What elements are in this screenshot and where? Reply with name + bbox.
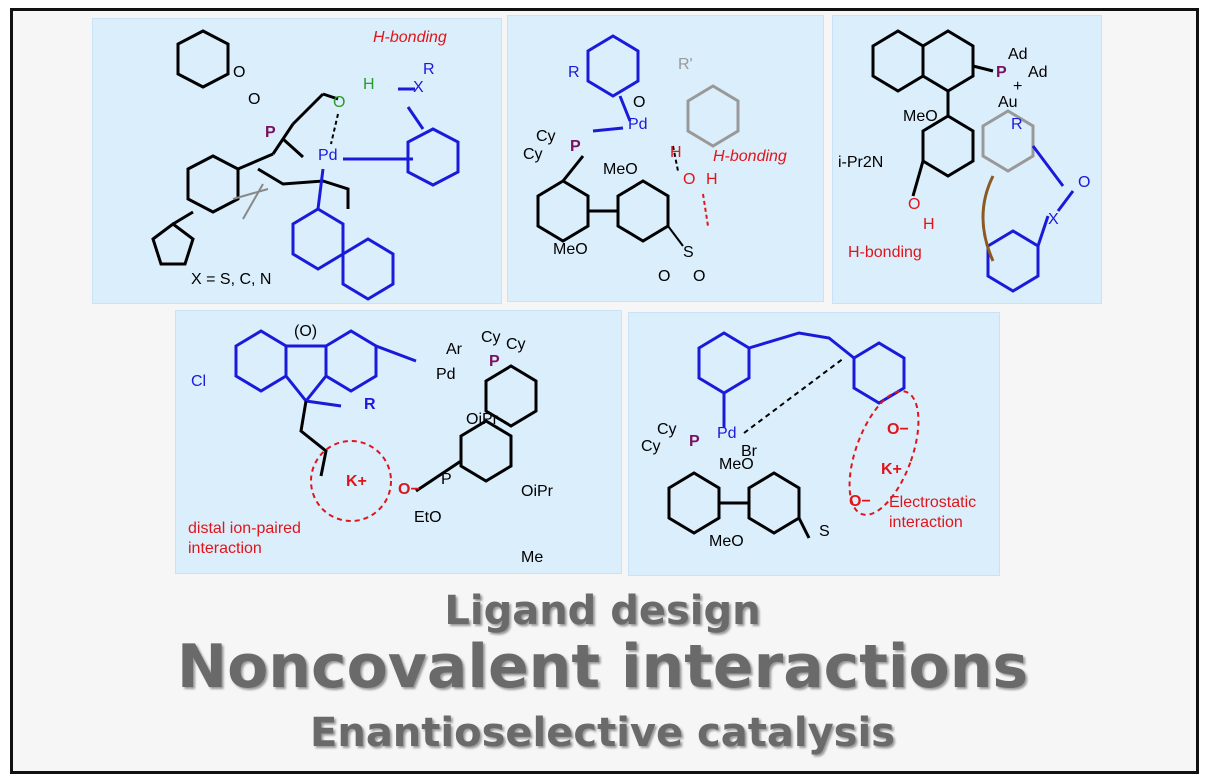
cy-label: Cy <box>641 438 661 455</box>
atom-h: H <box>363 76 375 93</box>
atom-r: R <box>364 396 376 413</box>
meo-label: MeO <box>603 161 638 178</box>
panel-ion-paired: Cl (O) Ar Pd Cy Cy P R K+ O− P EtO OiPr … <box>175 310 622 574</box>
atom-pd: Pd <box>436 366 456 383</box>
x-definition: X = S, C, N <box>191 271 272 288</box>
meo-label: MeO <box>719 456 754 473</box>
atom-o: (O) <box>294 323 318 340</box>
molecule-structure <box>234 329 538 522</box>
atom-o: O <box>233 64 246 81</box>
atom-x: X <box>413 79 424 96</box>
atom-p: P <box>441 471 452 488</box>
atom-o: O <box>1078 174 1091 191</box>
amine-label: i-Pr2N <box>838 154 884 171</box>
potassium-cation: K+ <box>346 473 367 490</box>
atom-r: R <box>1011 116 1023 133</box>
panel-electrostatic: Pd Br Cy Cy P MeO MeO K+ O− O− S Electro… <box>628 312 1000 576</box>
atom-s: S <box>819 523 830 540</box>
atom-h: H <box>706 171 718 188</box>
cy-label: Cy <box>657 421 677 438</box>
atom-x: X <box>1048 211 1059 228</box>
atom-o: O <box>683 171 696 188</box>
hbond-label: H-bonding <box>713 148 787 165</box>
atom-o: O <box>908 196 921 213</box>
phenoxide-anion: O− <box>887 421 909 438</box>
atom-r: R <box>568 64 580 81</box>
oipr-label: OiPr <box>521 483 553 500</box>
meo-label: MeO <box>709 533 744 550</box>
hbond-label: H-bonding <box>848 244 922 261</box>
caption-distal-ion-paired: distal ion-paired interaction <box>188 520 301 557</box>
molecule-structure <box>871 29 1075 293</box>
atom-o: O <box>248 91 261 108</box>
atom-pd: Pd <box>717 425 737 442</box>
oxygen-anion: O− <box>398 481 420 498</box>
atom-o: O <box>658 268 671 285</box>
ar-label: Ar <box>446 341 462 358</box>
atom-h: H <box>670 144 682 161</box>
atom-o: O <box>333 94 346 111</box>
cy-label: Cy <box>523 146 543 163</box>
cy-label: Cy <box>536 128 556 145</box>
title-ligand-design: Ligand design <box>444 588 761 634</box>
sulfonate-anion: O− <box>849 493 871 510</box>
atom-o: O <box>633 94 646 111</box>
molecule-structure <box>667 331 920 539</box>
title-enantioselective-catalysis: Enantioselective catalysis <box>310 710 895 756</box>
hbond-label: H-bonding <box>373 29 447 46</box>
oipr-label: OiPr <box>466 411 498 428</box>
atom-o: O <box>693 268 706 285</box>
atom-h: H <box>923 216 935 233</box>
atom-au: Au <box>998 94 1018 111</box>
meo-label: MeO <box>903 108 938 125</box>
atom-pd: Pd <box>628 116 648 133</box>
molecule-structure <box>151 29 460 301</box>
atom-p: P <box>265 124 276 141</box>
atom-p: P <box>489 353 500 370</box>
cy-label: Cy <box>481 329 501 346</box>
atom-r: R <box>423 61 435 78</box>
panel-pd-sulfonate-hbond: H-bonding R R' Pd Cy Cy P MeO MeO O H O … <box>507 15 824 302</box>
atom-pd: Pd <box>318 147 338 164</box>
cy-label: Cy <box>506 336 526 353</box>
title-noncovalent-interactions: Noncovalent interactions <box>176 632 1029 702</box>
meo-label: MeO <box>553 241 588 258</box>
atom-p: P <box>689 433 700 450</box>
atom-cl: Cl <box>191 373 207 390</box>
atom-p: P <box>996 64 1007 81</box>
panel-pd-phosphine-hbond: H-bonding P Pd O O H O X R X = S, C, N <box>92 18 502 304</box>
ad-label: Ad <box>1008 46 1028 63</box>
atom-s: S <box>683 244 694 261</box>
atom-br: Br <box>741 443 757 460</box>
caption-electrostatic: Electrostatic interaction <box>889 494 977 531</box>
panel-gold-hbond: Ad Ad P Au + MeO i-Pr2N R O X O H H-bond… <box>832 15 1102 304</box>
atom-p: P <box>570 138 581 155</box>
atom-r-prime: R' <box>678 56 693 73</box>
ad-label: Ad <box>1028 64 1048 81</box>
molecule-structure <box>536 34 740 247</box>
oet-label: EtO <box>414 509 442 526</box>
potassium-cation: K+ <box>881 461 902 478</box>
me-label: Me <box>521 549 544 566</box>
charge-plus: + <box>1013 78 1023 95</box>
